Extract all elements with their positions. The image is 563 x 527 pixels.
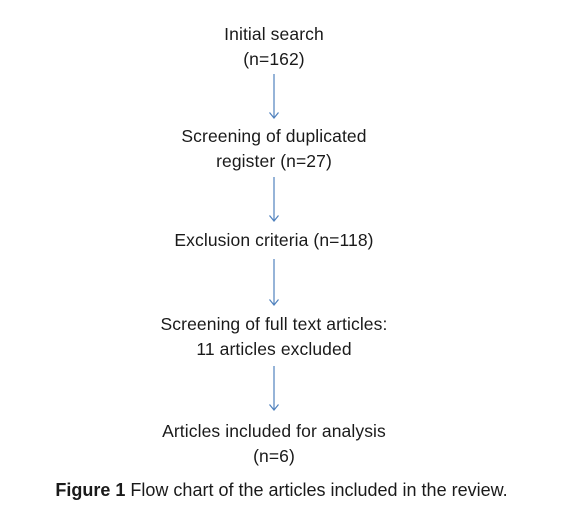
step-line: (n=162) (243, 49, 305, 69)
step-articles-included: Articles included for analysis (n=6) (0, 419, 548, 469)
step-line: Screening of duplicated (181, 126, 367, 146)
step-initial-search: Initial search (n=162) (0, 22, 548, 72)
step-line: register (n=27) (216, 151, 332, 171)
down-arrow-icon (266, 366, 282, 412)
figure-label: Figure 1 (55, 480, 126, 500)
step-line: Exclusion criteria (n=118) (174, 230, 374, 250)
step-line: Articles included for analysis (162, 421, 386, 441)
step-full-text-screening: Screening of full text articles: 11 arti… (0, 312, 548, 362)
step-exclusion-criteria: Exclusion criteria (n=118) (0, 228, 548, 253)
down-arrow-icon (266, 177, 282, 223)
figure-caption: Figure 1 Flow chart of the articles incl… (0, 478, 563, 502)
step-line: Initial search (224, 24, 324, 44)
step-line: Screening of full text articles: (160, 314, 388, 334)
down-arrow-icon (266, 74, 282, 120)
figure-caption-text: Flow chart of the articles included in t… (130, 480, 508, 500)
step-line: 11 articles excluded (196, 339, 352, 359)
step-line: (n=6) (253, 446, 295, 466)
down-arrow-icon (266, 259, 282, 307)
step-duplicate-screening: Screening of duplicated register (n=27) (0, 124, 548, 174)
